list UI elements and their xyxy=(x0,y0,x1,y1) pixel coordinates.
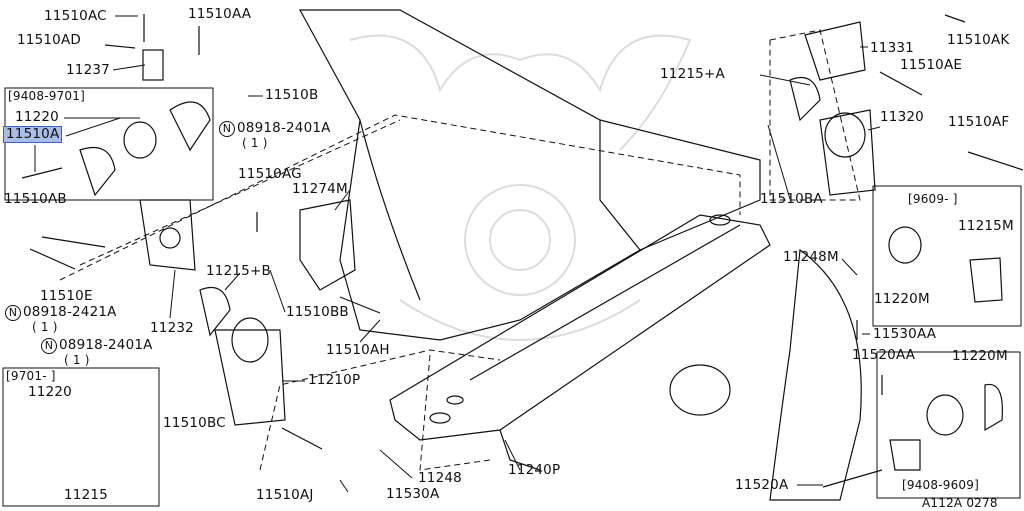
label-11510BB[interactable]: 11510BB xyxy=(286,304,349,320)
label-11220-top[interactable]: 11220 xyxy=(15,109,59,125)
label-11215B[interactable]: 11215+B xyxy=(206,263,271,279)
label-11510AH[interactable]: 11510AH xyxy=(326,342,390,358)
circled-n-icon: N xyxy=(41,338,57,354)
qty-low: ( 1 ) xyxy=(64,353,90,367)
label-11510AA[interactable]: 11510AA xyxy=(188,6,252,22)
label-11510E[interactable]: 11510E xyxy=(40,288,93,304)
label-11510AJ[interactable]: 11510AJ xyxy=(256,487,314,503)
label-11220M-upper[interactable]: 11220M xyxy=(874,291,930,307)
label-11220-bottom[interactable]: 11220 xyxy=(28,384,72,400)
qty-top: ( 1 ) xyxy=(242,136,268,150)
qty-mid: ( 1 ) xyxy=(32,320,58,334)
label-11215A[interactable]: 11215+A xyxy=(660,66,725,82)
box2-range: [9701- ] xyxy=(6,369,56,383)
label-11520A[interactable]: 11520A xyxy=(735,477,789,493)
label-11331[interactable]: 11331 xyxy=(870,40,914,56)
label-11215[interactable]: 11215 xyxy=(64,487,108,503)
label-11274M[interactable]: 11274M xyxy=(292,181,348,197)
label-11510AD[interactable]: 11510AD xyxy=(17,32,81,48)
label-11510AG[interactable]: 11510AG xyxy=(238,166,302,182)
label-11510B[interactable]: 11510B xyxy=(265,87,319,103)
box4-range: [9408-9609] xyxy=(902,478,979,492)
label-11248[interactable]: 11248 xyxy=(418,470,462,486)
watermark-emblem xyxy=(349,34,692,341)
label-11510BC[interactable]: 11510BC xyxy=(163,415,226,431)
label-11510AB[interactable]: 11510AB xyxy=(4,191,67,207)
leader-lines xyxy=(64,15,881,493)
label-11220M-lower[interactable]: 11220M xyxy=(952,348,1008,364)
label-11510AE[interactable]: 11510AE xyxy=(900,57,963,73)
label-11530A[interactable]: 11530A xyxy=(386,486,440,502)
label-11510AK[interactable]: 11510AK xyxy=(947,32,1010,48)
left-mount-parts xyxy=(79,49,356,426)
label-11240P[interactable]: 11240P xyxy=(508,462,561,478)
label-11215M[interactable]: 11215M xyxy=(958,218,1014,234)
label-11510BA[interactable]: 11510BA xyxy=(760,191,823,207)
box3-range: [9609- ] xyxy=(908,192,958,206)
label-11237[interactable]: 11237 xyxy=(66,62,110,78)
engine-outline xyxy=(298,9,761,341)
label-11210P[interactable]: 11210P xyxy=(308,372,361,388)
circled-n-icon: N xyxy=(5,305,21,321)
crossmember-outline xyxy=(389,214,771,471)
circled-n-icon: N xyxy=(219,121,235,137)
box1-range: [9408-9701] xyxy=(8,89,85,103)
label-11520AA[interactable]: 11520AA xyxy=(852,347,916,363)
right-mount-parts xyxy=(789,21,1003,471)
diagram-reference: A112A 0278 xyxy=(922,496,998,510)
bolts xyxy=(21,14,1024,488)
label-11320[interactable]: 11320 xyxy=(880,109,924,125)
guide-lines xyxy=(59,29,861,471)
label-11510AF[interactable]: 11510AF xyxy=(948,114,1010,130)
label-11510A-selected[interactable]: 11510A xyxy=(2,126,63,143)
transmission-outline xyxy=(669,248,862,501)
label-11530AA[interactable]: 11530AA xyxy=(873,326,937,342)
variant-boxes xyxy=(2,87,1022,507)
label-11232[interactable]: 11232 xyxy=(150,320,194,336)
label-11510AC[interactable]: 11510AC xyxy=(44,8,107,24)
label-11248M[interactable]: 11248M xyxy=(783,249,839,265)
